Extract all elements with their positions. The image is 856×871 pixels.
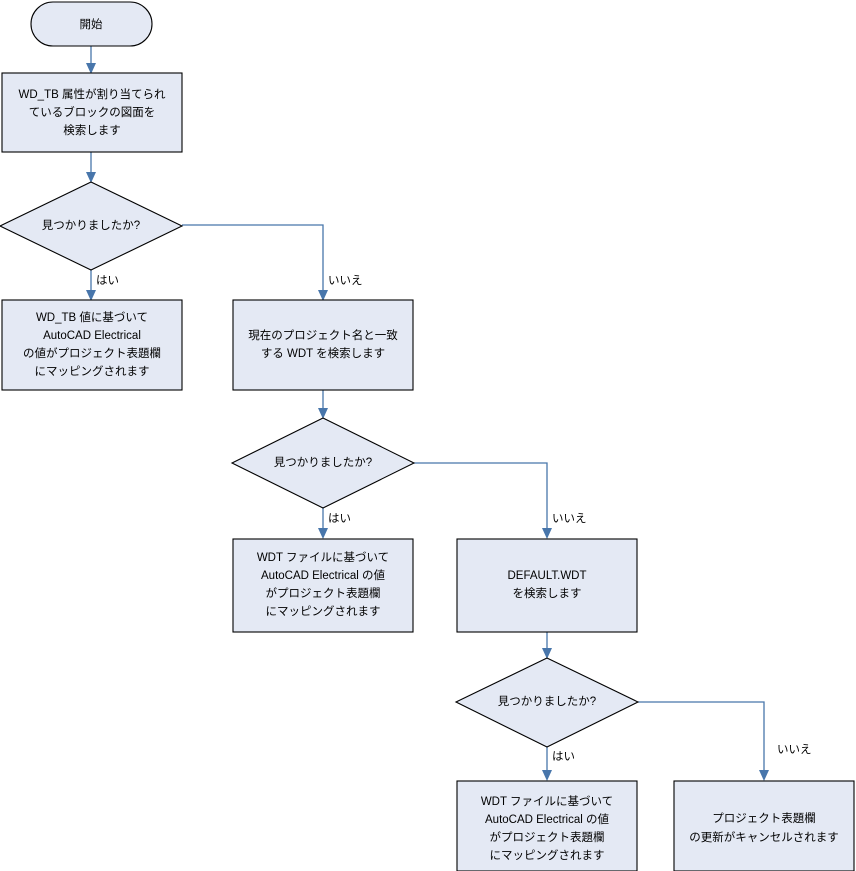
node-search-wdtb-blocks-shape bbox=[1, 72, 183, 153]
edge-searchwdt-to-decision2 bbox=[318, 390, 328, 419]
node-map-from-wdtb-line1: WD_TB 値に基づいて bbox=[36, 311, 148, 324]
node-decision-2-shape bbox=[230, 417, 416, 509]
edge-label-no-2: いいえ bbox=[552, 512, 587, 525]
node-map-from-default-wdt[interactable]: WDT ファイルに基づいて AutoCAD Electrical の値 がプロジ… bbox=[456, 780, 638, 871]
node-map-from-wdtb-shape bbox=[1, 299, 183, 391]
node-map-from-wdt-file-shape bbox=[232, 538, 414, 633]
node-map-from-default-wdt-line1: WDT ファイルに基づいて bbox=[481, 795, 613, 808]
node-decision-2-label: 見つかりましたか? bbox=[274, 456, 372, 469]
node-cancel-update-line1: プロジェクト表題欄 bbox=[712, 811, 816, 825]
node-map-from-wdt-file[interactable]: WDT ファイルに基づいて AutoCAD Electrical の値 がプロジ… bbox=[232, 538, 414, 633]
node-search-matching-wdt-line1: 現在のプロジェクト名と一致 bbox=[248, 328, 398, 342]
node-map-from-default-wdt-shape bbox=[456, 780, 638, 871]
node-decision-3[interactable]: 見つかりましたか? bbox=[454, 657, 640, 748]
edge-search-to-decision1 bbox=[86, 152, 96, 183]
node-decision-1[interactable]: 見つかりましたか? bbox=[0, 181, 184, 271]
node-start[interactable]: 開始 bbox=[30, 1, 153, 47]
node-search-wdtb-blocks[interactable]: WD_TB 属性が割り当てられ ているブロックの図面を 検索します bbox=[1, 72, 183, 153]
edge-decision3-no bbox=[638, 701, 769, 781]
node-search-wdtb-blocks-line3: 検索します bbox=[63, 123, 121, 137]
node-cancel-update-shape bbox=[673, 780, 855, 871]
node-map-from-default-wdt-line3: がプロジェクト表題欄 bbox=[490, 830, 605, 844]
node-search-default-wdt-line1: DEFAULT.WDT bbox=[507, 570, 586, 582]
node-map-from-wdtb-line3: の値がプロジェクト表題欄 bbox=[23, 346, 161, 360]
edge-defaultwdt-to-decision3 bbox=[542, 632, 552, 659]
node-map-from-default-wdt-line2: AutoCAD Electrical の値 bbox=[485, 813, 609, 826]
edge-label-yes-1: はい bbox=[96, 274, 119, 287]
node-decision-3-shape bbox=[454, 657, 640, 748]
edge-label-no-1: いいえ bbox=[328, 274, 363, 287]
edge-label-no-3: いいえ bbox=[777, 743, 812, 756]
node-search-matching-wdt-shape bbox=[232, 299, 414, 391]
node-map-from-default-wdt-line4: にマッピングされます bbox=[490, 848, 605, 862]
node-cancel-update-line2: の更新がキャンセルされます bbox=[689, 830, 839, 844]
node-search-matching-wdt-line2: する WDT を検索します bbox=[261, 346, 385, 360]
edge-decision1-yes bbox=[86, 270, 96, 301]
node-cancel-update[interactable]: プロジェクト表題欄 の更新がキャンセルされます bbox=[673, 780, 855, 871]
node-search-default-wdt[interactable]: DEFAULT.WDT を検索します bbox=[456, 538, 638, 633]
node-map-from-wdt-file-line1: WDT ファイルに基づいて bbox=[257, 551, 389, 564]
node-search-default-wdt-line2: を検索します bbox=[513, 586, 582, 600]
node-start-shape bbox=[30, 1, 153, 47]
node-decision-2[interactable]: 見つかりましたか? bbox=[230, 417, 416, 509]
node-map-from-wdtb-line4: にマッピングされます bbox=[35, 364, 150, 378]
node-start-label: 開始 bbox=[80, 17, 103, 31]
edge-decision3-yes bbox=[542, 747, 552, 781]
edge-decision1-no bbox=[182, 224, 328, 301]
edge-label-yes-2: はい bbox=[328, 512, 351, 525]
node-search-default-wdt-shape bbox=[456, 538, 638, 633]
node-map-from-wdtb-line2: AutoCAD Electrical bbox=[43, 330, 141, 342]
node-search-wdtb-blocks-line2: ているブロックの図面を bbox=[29, 105, 156, 119]
edge-start-to-search bbox=[86, 46, 96, 74]
edge-decision2-no bbox=[414, 462, 552, 539]
edge-label-yes-3: はい bbox=[552, 750, 575, 763]
node-decision-3-label: 見つかりましたか? bbox=[498, 695, 596, 708]
node-map-from-wdt-file-line4: にマッピングされます bbox=[266, 604, 381, 618]
node-search-wdtb-blocks-line1: WD_TB 属性が割り当てられ bbox=[19, 87, 166, 101]
node-search-matching-wdt[interactable]: 現在のプロジェクト名と一致 する WDT を検索します bbox=[232, 299, 414, 391]
node-map-from-wdt-file-line3: がプロジェクト表題欄 bbox=[266, 586, 381, 600]
node-decision-1-label: 見つかりましたか? bbox=[42, 219, 140, 232]
node-decision-1-shape bbox=[0, 181, 184, 271]
node-map-from-wdt-file-line2: AutoCAD Electrical の値 bbox=[261, 569, 385, 582]
edge-decision2-yes bbox=[318, 508, 328, 539]
node-map-from-wdtb[interactable]: WD_TB 値に基づいて AutoCAD Electrical の値がプロジェク… bbox=[1, 299, 183, 391]
